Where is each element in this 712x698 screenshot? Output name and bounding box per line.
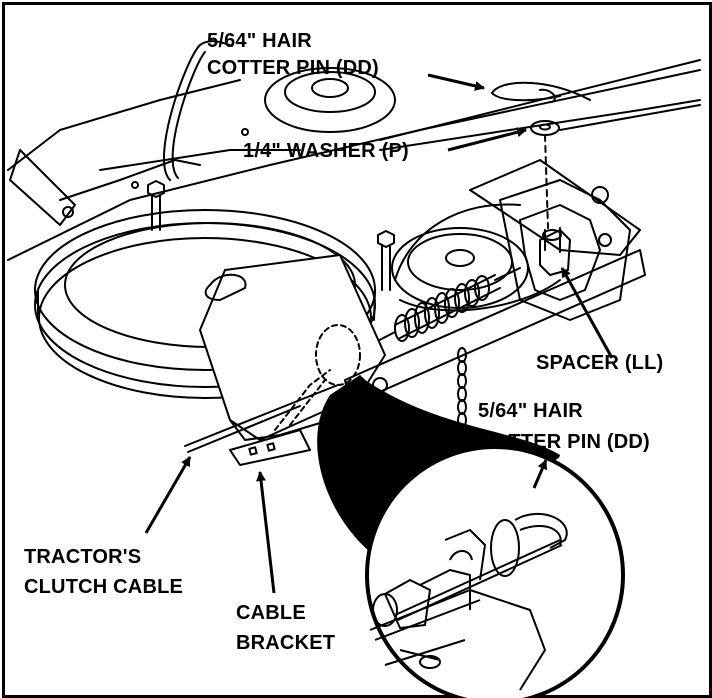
label-hair-pin-right-line2: COTTER PIN (DD) (478, 431, 650, 453)
label-spacer: SPACER (LL) (536, 352, 664, 374)
spring (369, 267, 521, 346)
label-clutch-cable-line2: CLUTCH CABLE (24, 576, 184, 598)
label-cable-bracket-line2: BRACKET (236, 632, 336, 654)
label-cable-bracket-line1: CABLE (236, 602, 306, 624)
label-hair-pin-right-line1: 5/64" HAIR (478, 400, 583, 422)
arrow-hair-pin-top (427, 73, 485, 91)
leader-arrows (144, 73, 614, 594)
arrow-spacer (560, 267, 614, 359)
arrow-cable-bracket (256, 471, 276, 594)
hair-pin-top (491, 81, 591, 101)
magnified-detail-inset (317, 375, 625, 698)
label-hair-pin-top-line1: 5/64" HAIR (207, 30, 312, 52)
deck-edge-top (7, 79, 241, 171)
washer (530, 120, 560, 136)
clutch-cable (184, 384, 339, 447)
arrow-hair-pin-right (532, 459, 548, 489)
idler-arm (499, 179, 631, 321)
arrow-washer (447, 127, 527, 152)
left-bracket (9, 149, 76, 226)
label-washer: 1/4" WASHER (P) (243, 140, 409, 162)
arrow-clutch-cable (144, 456, 192, 534)
label-clutch-cable-line1: TRACTOR'S (24, 546, 142, 568)
label-hair-pin-top-line2: COTTER PIN (DD) (207, 57, 379, 79)
